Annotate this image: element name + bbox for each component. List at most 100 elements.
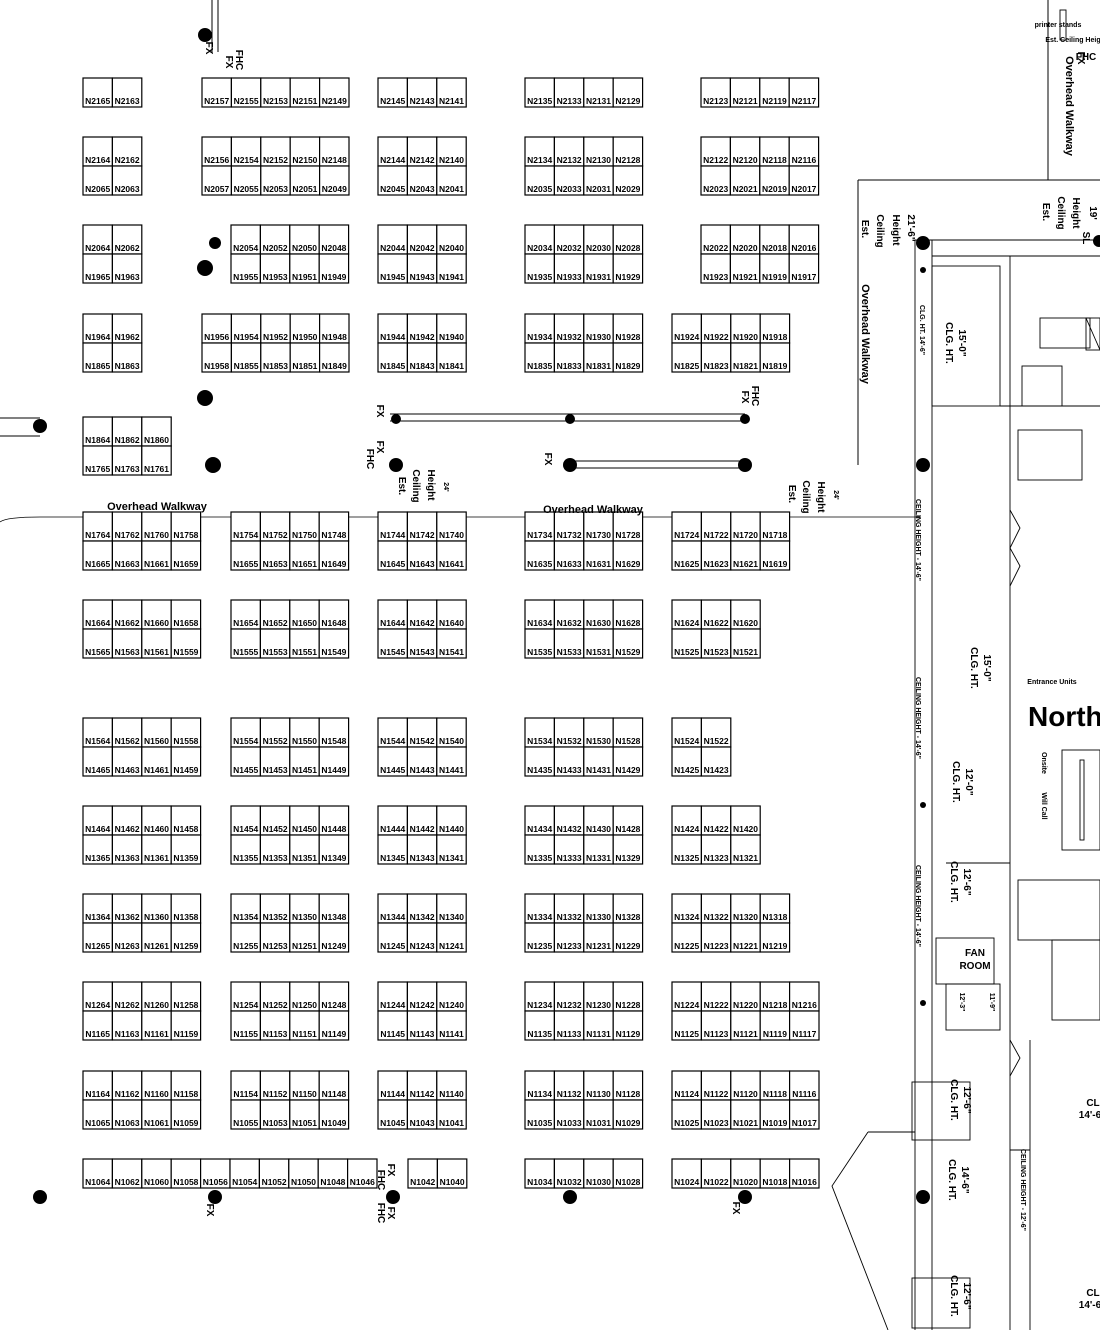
- booth[interactable]: N1945: [377, 253, 408, 284]
- booth[interactable]: N2153: [260, 77, 291, 108]
- booth[interactable]: N1953: [259, 253, 291, 284]
- booth[interactable]: N1260: [141, 981, 172, 1012]
- booth[interactable]: N1063: [111, 1099, 143, 1130]
- booth[interactable]: N1642: [406, 599, 438, 630]
- booth[interactable]: N2121: [729, 77, 761, 108]
- booth[interactable]: N1229: [612, 922, 644, 953]
- booth[interactable]: N1121: [730, 1010, 761, 1041]
- booth[interactable]: N1742: [406, 511, 438, 542]
- booth[interactable]: N1422: [700, 805, 732, 836]
- booth[interactable]: N1434: [524, 805, 555, 836]
- booth[interactable]: N1259: [170, 922, 202, 953]
- booth[interactable]: N1463: [111, 746, 143, 777]
- booth[interactable]: N2135: [524, 77, 555, 108]
- booth[interactable]: N2028: [612, 224, 644, 255]
- booth[interactable]: N1651: [289, 540, 320, 571]
- booth[interactable]: N1261: [141, 922, 172, 953]
- booth[interactable]: N1353: [259, 834, 291, 865]
- booth[interactable]: N1321: [730, 834, 761, 865]
- booth[interactable]: N1652: [259, 599, 291, 630]
- booth[interactable]: N2131: [583, 77, 614, 108]
- booth[interactable]: N1917: [788, 253, 820, 284]
- booth[interactable]: N2119: [759, 77, 790, 108]
- booth[interactable]: N1061: [141, 1099, 172, 1130]
- booth[interactable]: N1763: [111, 445, 143, 476]
- booth[interactable]: N2117: [788, 77, 820, 108]
- booth[interactable]: N1949: [318, 253, 350, 284]
- booth[interactable]: N1124: [671, 1070, 702, 1101]
- booth[interactable]: N2048: [318, 224, 350, 255]
- booth[interactable]: N2150: [289, 136, 321, 167]
- booth[interactable]: N1117: [788, 1010, 820, 1041]
- booth[interactable]: N1765: [82, 445, 113, 476]
- booth[interactable]: N1364: [82, 893, 113, 924]
- booth[interactable]: N1559: [170, 628, 202, 659]
- booth[interactable]: N1722: [700, 511, 732, 542]
- booth[interactable]: N1658: [170, 599, 202, 630]
- booth[interactable]: N1163: [111, 1010, 143, 1041]
- booth[interactable]: N1529: [612, 628, 644, 659]
- booth[interactable]: N1145: [377, 1010, 408, 1041]
- booth[interactable]: N1232: [553, 981, 585, 1012]
- booth[interactable]: N2051: [289, 165, 321, 196]
- booth[interactable]: N1750: [289, 511, 320, 542]
- booth[interactable]: N1958: [201, 342, 232, 373]
- booth[interactable]: N1829: [612, 342, 644, 373]
- booth[interactable]: N1333: [553, 834, 585, 865]
- booth[interactable]: N1423: [700, 746, 732, 777]
- booth[interactable]: N1963: [111, 253, 143, 284]
- booth[interactable]: N2128: [612, 136, 644, 167]
- booth[interactable]: N1331: [583, 834, 614, 865]
- booth[interactable]: N1359: [170, 834, 202, 865]
- booth[interactable]: N1429: [612, 746, 644, 777]
- booth[interactable]: N1663: [111, 540, 143, 571]
- booth[interactable]: N1263: [111, 922, 143, 953]
- booth[interactable]: N1250: [289, 981, 320, 1012]
- booth[interactable]: N2033: [553, 165, 585, 196]
- booth[interactable]: N1635: [524, 540, 555, 571]
- booth[interactable]: N1052: [258, 1158, 290, 1189]
- booth[interactable]: N1244: [377, 981, 408, 1012]
- booth[interactable]: N1343: [406, 834, 438, 865]
- booth[interactable]: N1123: [700, 1010, 732, 1041]
- booth[interactable]: N1764: [82, 511, 113, 542]
- booth[interactable]: N1251: [289, 922, 320, 953]
- booth[interactable]: N2157: [201, 77, 232, 108]
- booth[interactable]: N1134: [524, 1070, 555, 1101]
- booth[interactable]: N1555: [230, 628, 261, 659]
- booth[interactable]: N2155: [230, 77, 262, 108]
- booth[interactable]: N1643: [406, 540, 438, 571]
- booth[interactable]: N1048: [317, 1158, 349, 1189]
- booth[interactable]: N1122: [700, 1070, 732, 1101]
- booth[interactable]: N1150: [289, 1070, 320, 1101]
- booth[interactable]: N1841: [436, 342, 467, 373]
- booth[interactable]: N1531: [583, 628, 614, 659]
- booth[interactable]: N1863: [111, 342, 143, 373]
- booth[interactable]: N1951: [289, 253, 320, 284]
- booth[interactable]: N1154: [230, 1070, 261, 1101]
- booth[interactable]: N1019: [759, 1099, 791, 1130]
- booth[interactable]: N1562: [111, 717, 143, 748]
- booth[interactable]: N1622: [700, 599, 732, 630]
- booth[interactable]: N1524: [671, 717, 702, 748]
- booth[interactable]: N1449: [318, 746, 350, 777]
- booth[interactable]: N1740: [436, 511, 467, 542]
- booth[interactable]: N1056: [200, 1158, 231, 1189]
- booth[interactable]: N1543: [406, 628, 438, 659]
- booth[interactable]: N1349: [318, 834, 350, 865]
- booth[interactable]: N1130: [583, 1070, 614, 1101]
- booth[interactable]: N1533: [553, 628, 585, 659]
- booth[interactable]: N1016: [788, 1158, 820, 1189]
- booth[interactable]: N1345: [377, 834, 408, 865]
- booth[interactable]: N1549: [318, 628, 350, 659]
- booth[interactable]: N2151: [289, 77, 321, 108]
- booth[interactable]: N1148: [318, 1070, 350, 1101]
- booth[interactable]: N1542: [406, 717, 438, 748]
- booth[interactable]: N2017: [788, 165, 820, 196]
- booth[interactable]: N1022: [700, 1158, 732, 1189]
- booth[interactable]: N1129: [612, 1010, 644, 1041]
- booth[interactable]: N1131: [583, 1010, 614, 1041]
- booth[interactable]: N1118: [759, 1070, 791, 1101]
- booth[interactable]: N1541: [436, 628, 467, 659]
- booth[interactable]: N1451: [289, 746, 320, 777]
